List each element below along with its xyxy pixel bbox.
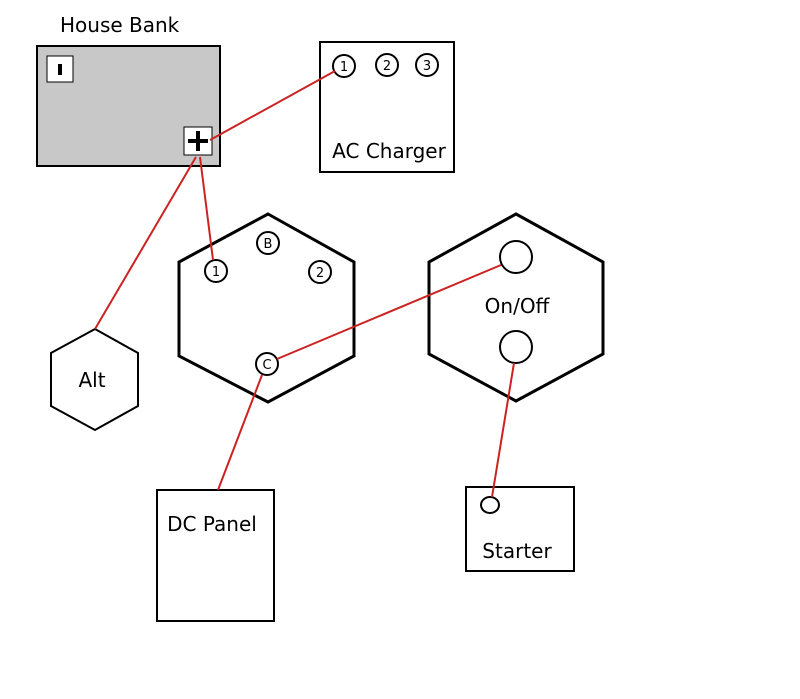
positive-terminal-icon-h	[188, 139, 208, 143]
alternator: Alt	[50, 327, 139, 432]
battery-switch: B 1 2 C	[177, 212, 356, 404]
ac-charger-terminal-2	[375, 53, 399, 77]
ac-charger-terminal-1	[332, 54, 356, 78]
dc-panel-label: DC Panel	[167, 512, 257, 536]
battery-switch-terminal-1	[204, 259, 228, 283]
battery-switch-terminal-2	[308, 260, 332, 284]
battery-switch-terminal-b-label: B	[264, 237, 273, 252]
ac-charger-terminal-3-label: 3	[423, 59, 431, 74]
alternator-body	[50, 327, 139, 432]
house-bank-title: House Bank	[60, 13, 180, 37]
ac-charger-terminal-1-label: 1	[340, 60, 348, 75]
on-off-terminal-bottom	[499, 330, 533, 364]
wires	[94, 70, 515, 498]
ac-charger: 1 2 3 AC Charger	[319, 41, 455, 173]
ac-charger-terminal-3	[415, 53, 439, 77]
battery-switch-terminal-1-label: 1	[212, 265, 220, 280]
negative-terminal-icon	[58, 64, 62, 75]
wire-on-off-to-starter	[491, 362, 515, 498]
battery-switch-terminal-2-label: 2	[316, 266, 324, 281]
battery-switch-terminal-b	[256, 231, 280, 255]
battery-switch-terminal-c	[255, 352, 279, 376]
starter-label: Starter	[482, 539, 552, 563]
wire-house-to-switch-1	[199, 156, 214, 261]
starter: Starter	[465, 486, 575, 572]
ac-charger-label: AC Charger	[332, 139, 446, 163]
on-off-terminal-top	[499, 240, 533, 274]
on-off-switch-body	[427, 212, 605, 403]
on-off-switch: On/Off	[427, 212, 605, 403]
dc-panel-box	[156, 489, 275, 622]
battery-switch-body	[177, 212, 356, 404]
house-bank: House Bank	[36, 13, 221, 167]
starter-terminal	[480, 496, 500, 514]
battery-switch-terminal-c-label: C	[262, 358, 271, 373]
dc-panel: DC Panel	[156, 489, 275, 622]
wire-common-to-on-off	[276, 264, 502, 360]
on-off-switch-label: On/Off	[485, 294, 551, 318]
wire-house-to-alternator	[94, 156, 197, 330]
alternator-label: Alt	[78, 368, 105, 392]
ac-charger-terminal-2-label: 2	[383, 59, 391, 74]
wire-common-to-dc-panel	[217, 374, 263, 491]
wire-house-to-charger	[209, 70, 336, 141]
